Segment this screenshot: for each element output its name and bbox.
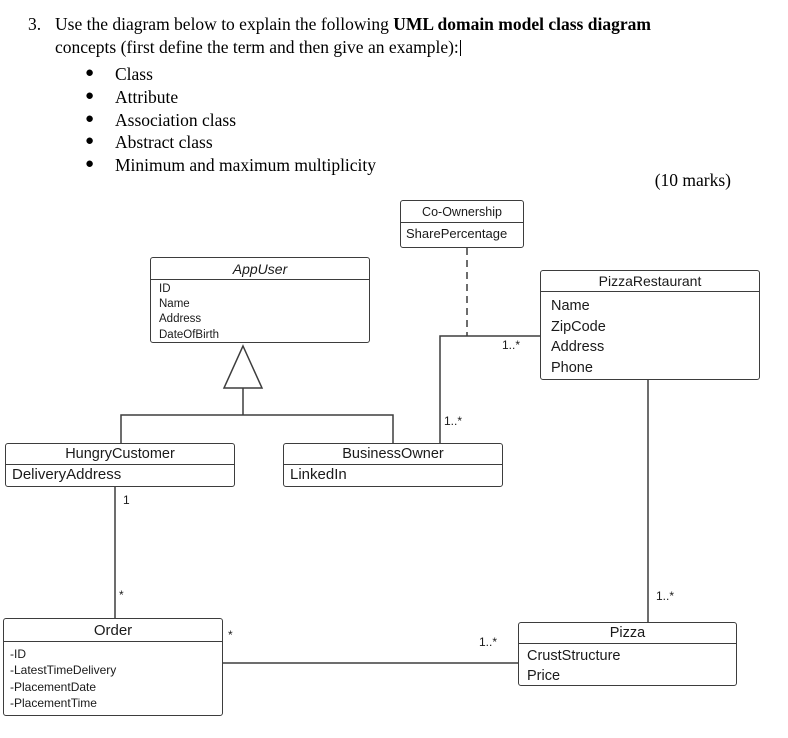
attribute: Price: [527, 668, 561, 684]
bullet-item-class: ●Class: [85, 64, 153, 84]
class-businessowner: BusinessOwner LinkedIn: [283, 443, 503, 487]
class-title: Pizza: [519, 623, 736, 644]
marks-label: (10 marks): [654, 170, 731, 190]
attribute: -LatestTimeDelivery: [10, 663, 117, 678]
class-hungrycustomer: HungryCustomer DeliveryAddress: [5, 443, 235, 487]
bullet-item-multiplicity: ●Minimum and maximum multiplicity: [85, 155, 377, 176]
class-attributes: -ID -LatestTimeDelivery -PlacementDate -…: [4, 642, 222, 711]
class-co-ownership: Co-Ownership SharePercentage: [400, 200, 524, 248]
bullet-icon: ●: [85, 87, 95, 104]
multiplicity-label: 1..*: [502, 338, 521, 352]
class-attributes: CrustStructure Price: [519, 644, 736, 686]
multiplicity-label: *: [119, 588, 124, 602]
multiplicity-label: 1..*: [479, 635, 498, 649]
class-order: Order -ID -LatestTimeDelivery -Placement…: [3, 618, 223, 716]
attribute: ZipCode: [551, 318, 606, 335]
attribute: DateOfBirth: [159, 328, 220, 341]
bullet-item-association-class: ●Association class: [85, 109, 237, 130]
class-title: Co-Ownership: [401, 201, 523, 223]
bullet-icon: ●: [85, 133, 95, 150]
class-title: Order: [4, 619, 222, 642]
attribute: Name: [159, 298, 190, 311]
class-title: HungryCustomer: [6, 444, 234, 465]
bullet-icon: ●: [85, 65, 95, 81]
class-title-abstract: AppUser: [151, 258, 369, 280]
attribute: -PlacementDate: [10, 679, 97, 694]
class-attributes: ID Name Address DateOfBirth: [151, 280, 369, 343]
attribute: -ID: [10, 647, 26, 661]
class-title: BusinessOwner: [284, 444, 502, 465]
multiplicity-label: 1: [123, 493, 130, 507]
multiplicity-label: *: [228, 628, 233, 642]
bullet-icon: ●: [85, 156, 95, 173]
attribute: CrustStructure: [527, 648, 621, 664]
attribute: ID: [159, 283, 171, 295]
attribute: -PlacementTime: [10, 695, 97, 710]
class-attributes: DeliveryAddress: [6, 465, 234, 483]
question-block: 3. Use the diagram below to explain the f…: [28, 13, 768, 177]
class-pizzarestaurant: PizzaRestaurant Name ZipCode Address Pho…: [540, 270, 760, 380]
bullet-item-attribute: ●Attribute: [85, 86, 179, 107]
question-text: 3. Use the diagram below to explain the f…: [28, 13, 768, 36]
question-number: 3.: [28, 14, 42, 34]
class-attributes: LinkedIn: [284, 465, 502, 483]
question-line1-bold: UML domain model class diagram: [393, 14, 651, 34]
class-title: PizzaRestaurant: [541, 271, 759, 292]
question-line1-regular: Use the diagram below to explain the fol…: [55, 14, 394, 34]
multiplicity-label: 1..*: [656, 589, 675, 603]
generalization-triangle-icon: [222, 344, 264, 389]
bullet-item-abstract-class: ●Abstract class: [85, 132, 213, 153]
attribute: Name: [551, 298, 590, 314]
class-pizza: Pizza CrustStructure Price: [518, 622, 737, 686]
class-attributes: Name ZipCode Address Phone: [541, 292, 759, 378]
attribute: Address: [551, 339, 605, 355]
attribute: LinkedIn: [290, 466, 347, 483]
class-attributes: SharePercentage: [401, 223, 523, 241]
concept-bullet-list: ●Class ●Attribute ●Association class ●Ab…: [28, 63, 768, 177]
attribute: SharePercentage: [406, 226, 508, 241]
attribute: DeliveryAddress: [12, 466, 122, 483]
question-line2: concepts (first define the term and then…: [28, 36, 768, 59]
text-cursor: [459, 40, 462, 56]
bullet-icon: ●: [85, 110, 95, 127]
class-appuser: AppUser ID Name Address DateOfBirth: [150, 257, 370, 343]
attribute: Address: [159, 313, 202, 326]
generalization-branch: [120, 414, 394, 443]
attribute: Phone: [551, 359, 593, 376]
multiplicity-label: 1..*: [444, 414, 463, 428]
